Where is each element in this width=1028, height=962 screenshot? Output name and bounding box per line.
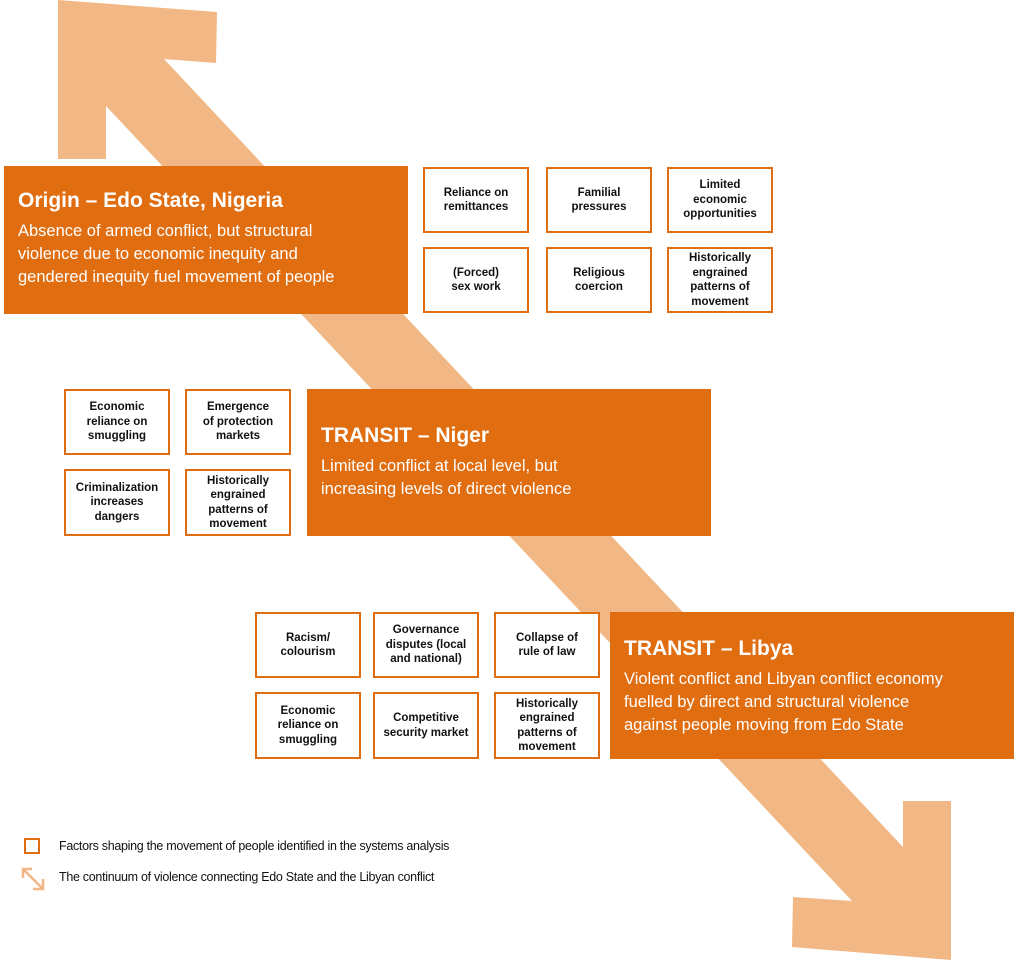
origin-stage: Origin – Edo State, Nigeria Absence of a…	[4, 166, 408, 314]
factor-box: Competitive security market	[373, 692, 479, 759]
factor-box: Criminalization increases dangers	[64, 469, 170, 536]
libya-stage: TRANSIT – Libya Violent conflict and Lib…	[610, 612, 1014, 759]
legend-factors: Factors shaping the movement of people i…	[59, 839, 450, 853]
factor-box: Historically engrained patterns of movem…	[185, 469, 291, 536]
factor-box: (Forced) sex work	[423, 247, 529, 313]
factor-box: Governance disputes (local and national)	[373, 612, 479, 678]
factor-box: Historically engrained patterns of movem…	[494, 692, 600, 759]
factor-box: Emergence of protection markets	[185, 389, 291, 455]
factor-box: Racism/ colourism	[255, 612, 361, 678]
origin-title: Origin – Edo State, Nigeria	[18, 189, 283, 212]
factor-box: Historically engrained patterns of movem…	[667, 247, 773, 313]
factor-box: Collapse of rule of law	[494, 612, 600, 678]
origin-description: Absence of armed conflict, but structura…	[18, 222, 335, 286]
factor-box: Economic reliance on smuggling	[255, 692, 361, 759]
factor-box: Limited economic opportunities	[667, 167, 773, 233]
niger-description: Limited conflict at local level, but inc…	[321, 457, 572, 498]
niger-stage: TRANSIT – Niger Limited conflict at loca…	[307, 389, 711, 536]
libya-title: TRANSIT – Libya	[624, 637, 794, 660]
factor-square-icon	[24, 838, 40, 854]
legend-continuum: The continuum of violence connecting Edo…	[59, 870, 435, 884]
double-arrow-icon	[21, 867, 45, 891]
factor-box: Religious coercion	[546, 247, 652, 313]
factor-box: Familial pressures	[546, 167, 652, 233]
factor-box: Economic reliance on smuggling	[64, 389, 170, 455]
niger-title: TRANSIT – Niger	[321, 424, 490, 447]
factor-box: Reliance on remittances	[423, 167, 529, 233]
libya-description: Violent conflict and Libyan conflict eco…	[624, 670, 943, 734]
